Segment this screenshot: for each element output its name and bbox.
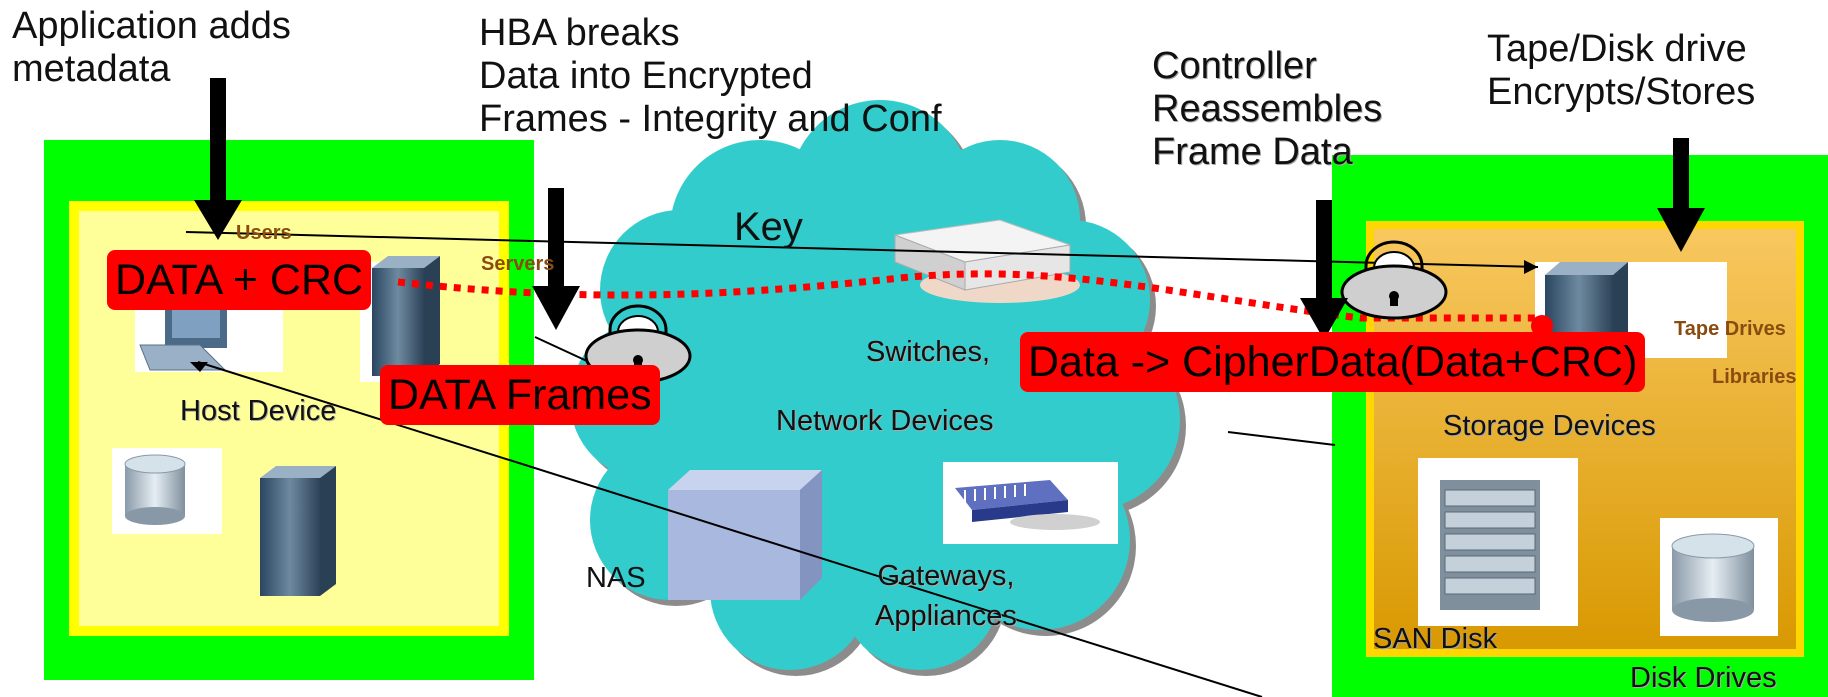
label-network-devices: Network Devices [776,405,994,437]
arrow-tape-head [1657,208,1705,252]
arrowhead-left [190,362,208,372]
label-servers: Servers [481,253,555,275]
arrowhead-right [1524,260,1538,274]
annotation-controller: Controller Reassembles Frame Data [1152,45,1383,173]
label-disk-drives: Disk Drives [1630,662,1777,694]
arrow-hba [548,188,564,288]
label-users: Users [236,222,292,244]
arrow-hba-head [532,286,580,330]
callout-data-crc: DATA + CRC [107,250,372,310]
host-tower-icon [260,466,336,596]
label-libraries: Libraries [1712,366,1797,388]
annotation-tape-disk: Tape/Disk drive Encrypts/Stores [1487,28,1756,113]
label-san-disk: SAN Disk [1373,623,1498,655]
arrow-controller [1316,200,1332,318]
host-server-icon [360,256,440,382]
label-gateways: Gateways, Appliances [875,560,1017,632]
disk-drive-icon [1660,518,1778,636]
label-host-device: Host Device [180,395,337,427]
gateway-icon [943,462,1118,544]
callout-data-frames: DATA Frames [380,365,660,425]
label-key: Key [734,205,803,249]
down-arrows [194,78,1705,340]
label-nas: NAS [586,562,646,594]
annotation-hba: HBA breaks Data into Encrypted Frames - … [479,12,942,140]
host-database-icon [112,448,222,534]
san-disk-icon [1418,458,1578,626]
arrow-application-head [194,200,242,240]
label-tape-drives: Tape Drives [1674,318,1786,340]
label-storage-devices: Storage Devices [1443,410,1656,442]
callout-cipherdata: Data -> CipherData(Data+CRC) [1020,332,1646,392]
padlock-icon-controller [1340,240,1448,320]
arrow-application [210,78,226,226]
annotation-application: Application adds metadata [12,5,291,90]
arrow-controller-head [1300,298,1348,340]
arrow-tape [1673,138,1689,210]
path-endpoint [1531,315,1553,337]
label-switches: Switches, [866,336,991,368]
